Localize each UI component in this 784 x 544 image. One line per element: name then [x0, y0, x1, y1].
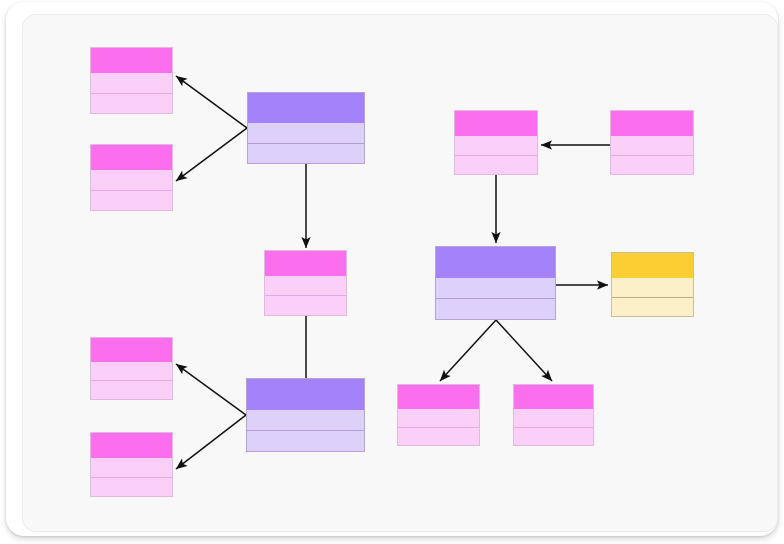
class-node-n4[interactable]	[264, 250, 347, 316]
class-node-compartment	[514, 426, 593, 445]
class-node-n12[interactable]	[397, 384, 480, 446]
class-node-header	[91, 145, 172, 170]
class-node-header	[248, 93, 364, 123]
class-node-compartment	[91, 458, 172, 477]
class-node-header	[398, 385, 479, 409]
class-node-compartment	[455, 136, 537, 155]
class-node-compartment	[91, 189, 172, 210]
class-node-header	[514, 385, 593, 409]
class-node-header	[265, 251, 346, 276]
class-node-n7[interactable]	[90, 432, 173, 497]
class-node-compartment	[91, 170, 172, 190]
class-node-compartment	[611, 154, 693, 174]
class-node-n10[interactable]	[435, 246, 556, 320]
class-node-compartment	[455, 154, 537, 174]
class-node-n13[interactable]	[513, 384, 594, 446]
class-node-header	[611, 111, 693, 136]
class-node-header	[455, 111, 537, 136]
class-node-compartment	[398, 426, 479, 445]
class-node-compartment	[611, 136, 693, 155]
class-node-header	[612, 253, 693, 278]
class-node-compartment	[436, 278, 555, 298]
class-node-compartment	[91, 73, 172, 93]
class-node-compartment	[612, 296, 693, 316]
class-node-n1[interactable]	[90, 47, 173, 114]
class-node-header	[247, 379, 364, 410]
class-node-compartment	[247, 430, 364, 451]
class-node-compartment	[91, 362, 172, 380]
class-node-compartment	[91, 92, 172, 113]
class-node-compartment	[436, 298, 555, 319]
class-node-header	[91, 433, 172, 458]
class-node-compartment	[612, 278, 693, 297]
class-node-n2[interactable]	[90, 144, 173, 211]
class-node-compartment	[398, 409, 479, 427]
class-node-n5[interactable]	[246, 378, 365, 452]
class-node-compartment	[248, 142, 364, 163]
class-node-n11[interactable]	[611, 252, 694, 317]
class-node-compartment	[248, 123, 364, 143]
class-node-compartment	[265, 295, 346, 315]
class-node-compartment	[247, 410, 364, 430]
class-node-n3[interactable]	[247, 92, 365, 164]
class-node-compartment	[91, 380, 172, 399]
class-node-compartment	[265, 276, 346, 295]
class-node-header	[436, 247, 555, 278]
class-node-n6[interactable]	[90, 337, 173, 400]
class-node-n9[interactable]	[610, 110, 694, 175]
class-node-compartment	[91, 476, 172, 496]
class-node-compartment	[514, 409, 593, 427]
class-node-n8[interactable]	[454, 110, 538, 175]
class-node-header	[91, 338, 172, 362]
class-node-header	[91, 48, 172, 73]
